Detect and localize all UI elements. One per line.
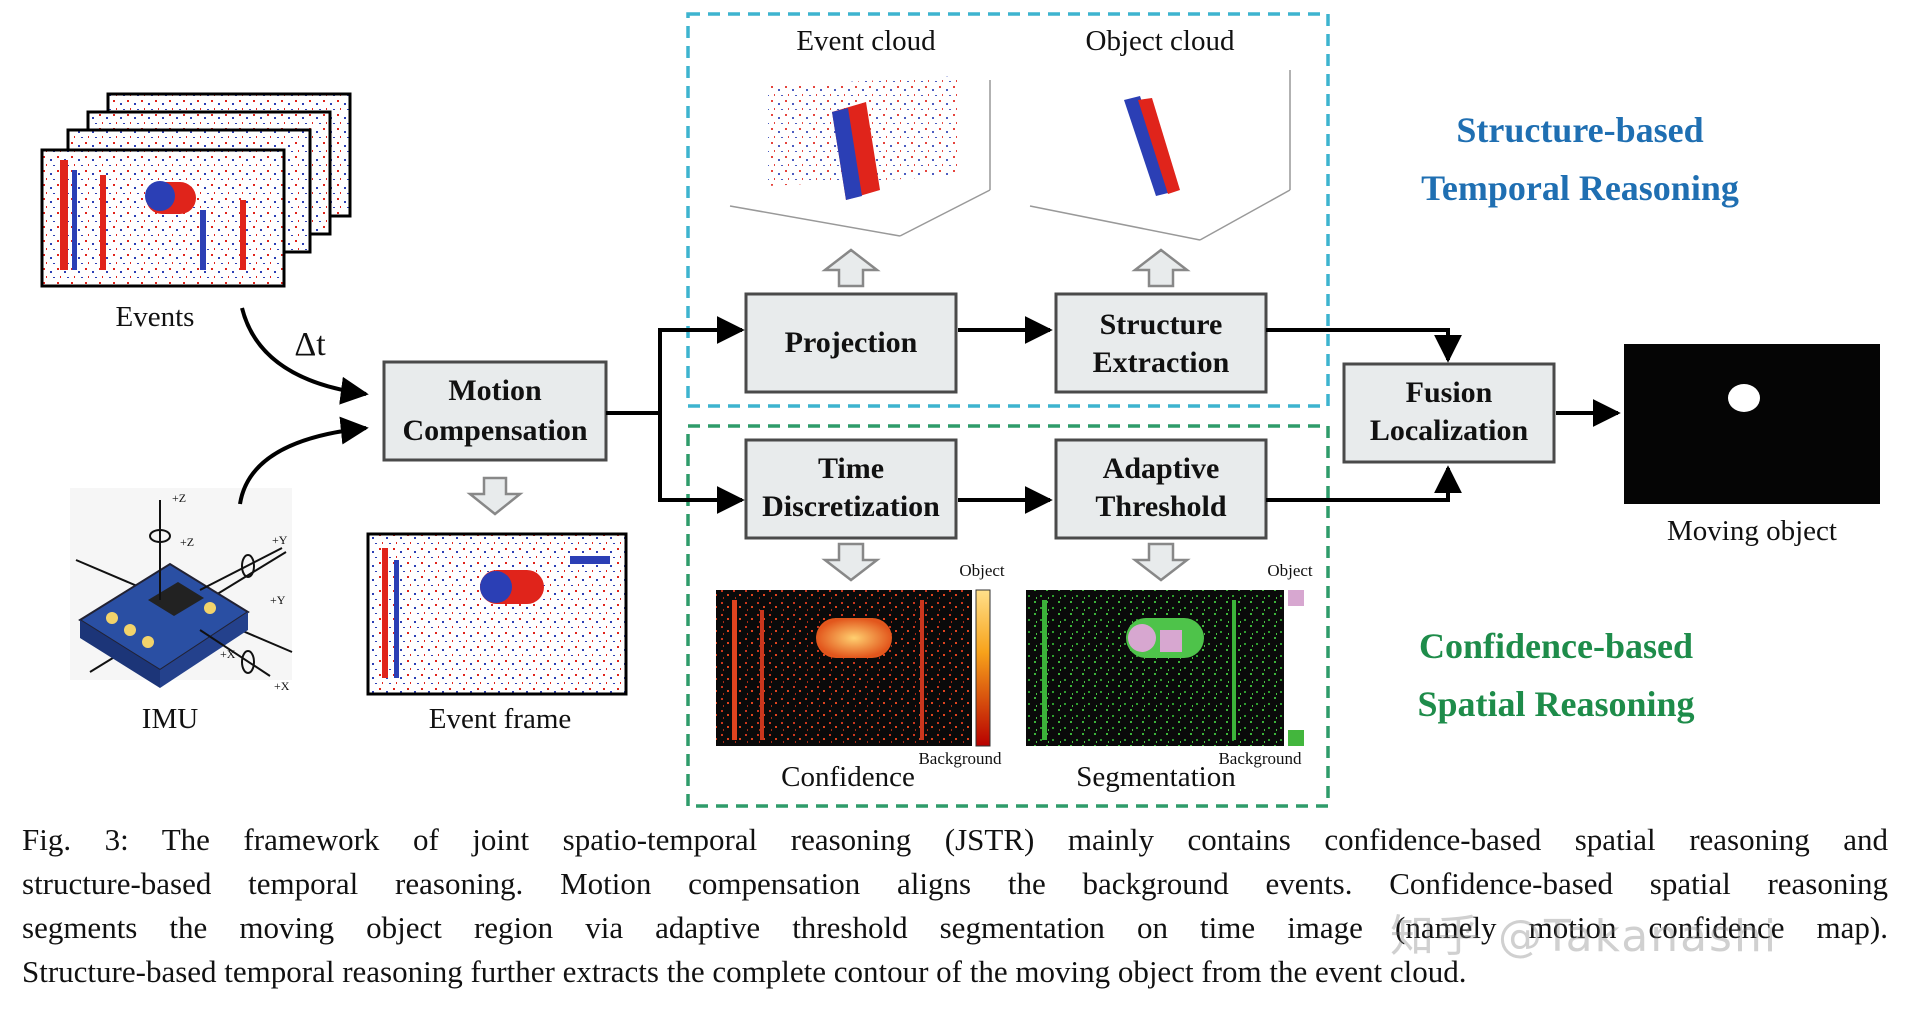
- motion-compensation-line-1: Motion: [448, 374, 542, 407]
- events-label: Events: [116, 301, 195, 333]
- motion-compensation-line-2: Compensation: [402, 414, 587, 447]
- fusion-localization-line-2: Localization: [1370, 414, 1529, 447]
- imu-axis-label-6: +X: [274, 679, 290, 693]
- watermark: 知乎 @Takanashi: [1390, 911, 1779, 962]
- imu-axis-label-2: +Z: [180, 535, 194, 549]
- adaptive-threshold-box: [1054, 438, 1268, 540]
- confidence-object-label: Object: [959, 561, 1005, 580]
- confidence-title-line-1: Confidence-based: [1419, 626, 1693, 666]
- event-frame-image: [366, 532, 628, 696]
- moving-object-label: Moving object: [1667, 515, 1837, 547]
- segmentation-background-swatch: [1288, 730, 1304, 746]
- time-discretization-line-1: Time: [818, 452, 884, 485]
- imu-axis-label-4: +Y: [270, 593, 286, 607]
- segmentation-label: Segmentation: [1076, 761, 1236, 793]
- imu-image: +Z +Z +Y +Y +X +X: [70, 488, 293, 693]
- caption-line-4: Structure-based temporal reasoning furth…: [22, 954, 1467, 989]
- event-cloud-plot: [729, 76, 991, 237]
- caption-line-3: segments the moving object region via ad…: [22, 910, 1888, 945]
- events-to-motion-arrow: [240, 307, 369, 405]
- imu-label: IMU: [142, 703, 198, 735]
- segmentation-map-image: [1026, 590, 1284, 746]
- confidence-colorbar: [975, 589, 991, 747]
- segmentation-object-label: Object: [1267, 561, 1313, 580]
- event-cloud-label: Event cloud: [796, 25, 936, 57]
- moving-object-blob: [1728, 384, 1760, 412]
- adaptive-to-segmentation-hollow-arrow: [1131, 542, 1191, 582]
- time-to-confidence-hollow-arrow: [821, 542, 881, 582]
- split-line-lower: [658, 413, 745, 514]
- structure-title-line-2: Temporal Reasoning: [1421, 168, 1739, 208]
- delta-t-label: Δt: [294, 326, 326, 363]
- structure-section-border: [686, 12, 1330, 408]
- confidence-title-line-2: Spatial Reasoning: [1417, 684, 1694, 724]
- structure-extraction-line-2: Extraction: [1093, 346, 1230, 379]
- imu-to-motion-arrow: [238, 416, 369, 505]
- imu-axis-label-1: +Z: [172, 491, 186, 505]
- time-discretization-line-2: Discretization: [762, 490, 940, 523]
- segmentation-object-swatch: [1288, 590, 1304, 606]
- imu-axis-label-5: +X: [220, 647, 236, 661]
- segmentation-background-label: Background: [1218, 749, 1302, 768]
- caption-line-1: Fig. 3: The framework of joint spatio-te…: [22, 822, 1888, 857]
- imu-axis-label-3: +Y: [272, 533, 288, 547]
- projection-to-cloud-hollow-arrow: [821, 248, 881, 288]
- structure-extraction-box: [1054, 292, 1268, 394]
- projection-box: [744, 292, 958, 394]
- motion-compensation-box: [382, 360, 608, 462]
- fusion-localization-line-1: Fusion: [1406, 376, 1493, 409]
- confidence-map-image: [716, 590, 972, 746]
- figure-caption: Fig. 3: The framework of joint spatio-te…: [22, 818, 1888, 994]
- structure-title-line-1: Structure-based: [1456, 110, 1703, 150]
- split-line: [606, 316, 745, 415]
- motion-to-frame-hollow-arrow: [466, 476, 524, 516]
- confidence-label: Confidence: [781, 761, 915, 793]
- object-cloud-label: Object cloud: [1086, 25, 1235, 57]
- caption-line-2: structure-based temporal reasoning. Moti…: [22, 866, 1888, 901]
- adaptive-threshold-line-2: Threshold: [1095, 490, 1226, 523]
- confidence-background-label: Background: [918, 749, 1002, 768]
- projection-line-1: Projection: [785, 326, 918, 359]
- structure-to-fusion-arrow: [1266, 328, 1462, 363]
- adaptive-to-fusion-arrow: [1266, 465, 1462, 502]
- events-stack-image: [40, 92, 352, 288]
- object-cloud-plot: [1029, 70, 1291, 241]
- event-frame-label: Event frame: [429, 703, 572, 735]
- fusion-localization-box: [1342, 362, 1556, 464]
- adaptive-threshold-line-1: Adaptive: [1103, 452, 1220, 485]
- structure-extraction-line-1: Structure: [1100, 308, 1223, 341]
- confidence-section-border: [686, 424, 1330, 808]
- moving-object-image: [1624, 344, 1880, 504]
- time-discretization-box: [744, 438, 958, 540]
- structure-to-cloud-hollow-arrow: [1131, 248, 1191, 288]
